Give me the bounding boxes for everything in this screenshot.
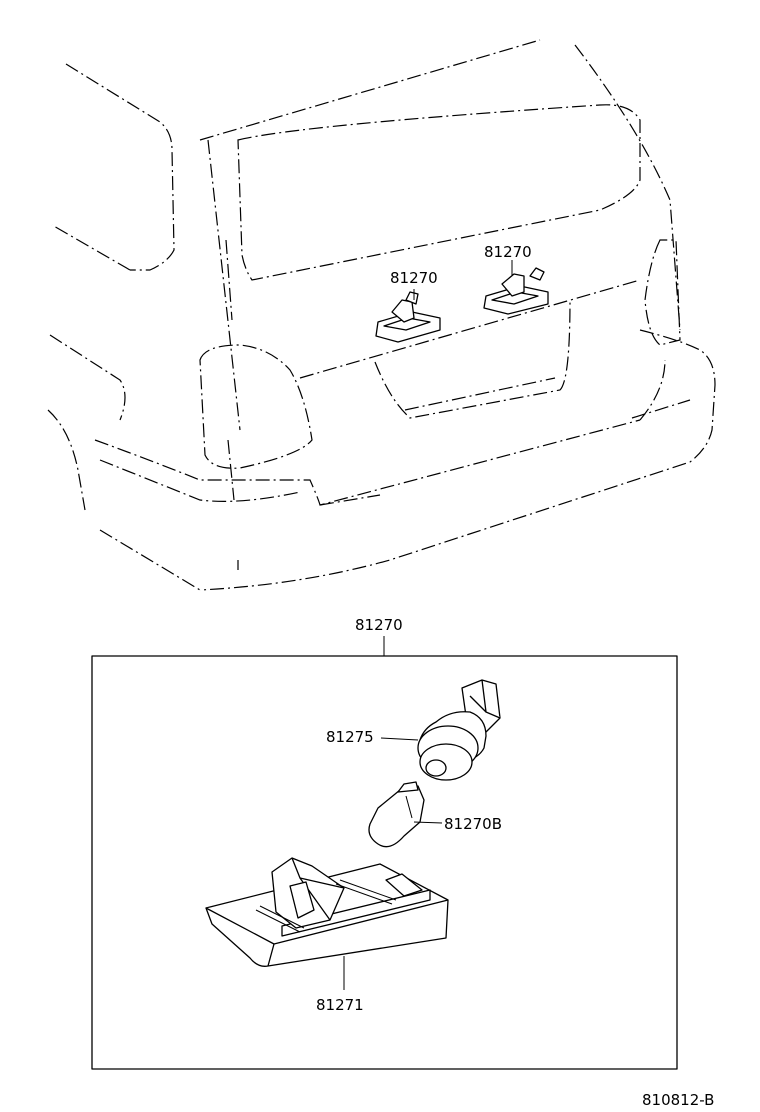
figure-code: 810812-B [642,1091,714,1109]
label-assembly: 81270 [355,616,403,634]
leader-bulb [413,821,443,824]
housing-part [205,857,449,967]
vehicle-rear-outline [47,39,716,591]
label-socket: 81275 [326,728,374,746]
assembly-frame [91,655,678,1070]
license-lamp-left-on-vehicle [375,291,441,343]
label-upper-left-lamp: 81270 [390,269,438,287]
label-bulb: 81270B [444,815,502,833]
label-housing: 81271 [316,996,364,1014]
socket-part [417,679,501,781]
leader-socket [380,737,419,741]
bulb-part [368,781,425,848]
label-upper-right-lamp: 81270 [484,243,532,261]
license-lamp-right-on-vehicle [483,267,549,315]
